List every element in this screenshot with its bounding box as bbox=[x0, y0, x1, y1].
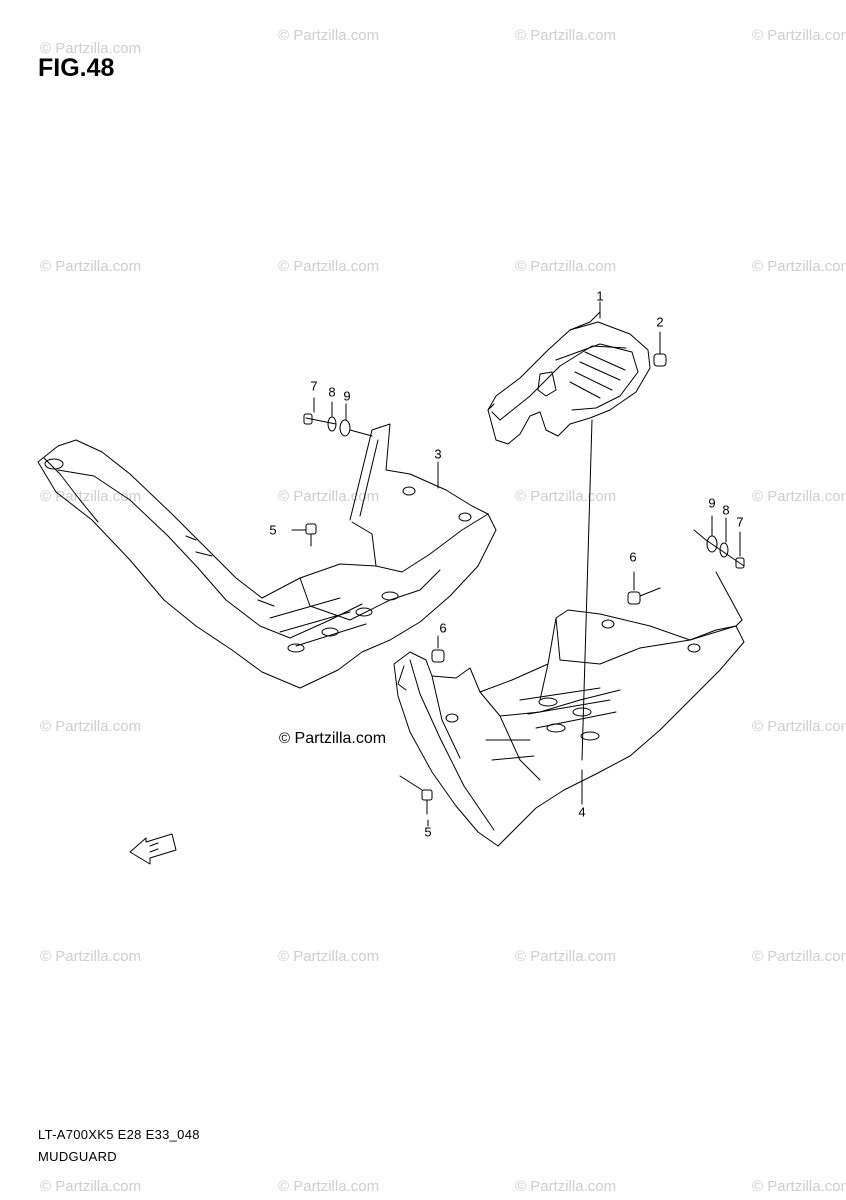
watermark: © Partzilla.com bbox=[278, 948, 380, 965]
watermark: © Partzilla.com bbox=[40, 948, 142, 965]
callout-6-lower: 6 bbox=[439, 620, 447, 636]
watermark: © Partzilla.com bbox=[40, 258, 142, 275]
watermark: © Partzilla.com bbox=[515, 948, 617, 965]
callout-2: 2 bbox=[656, 314, 664, 330]
front-cover-part-1 bbox=[487, 311, 651, 445]
watermark: © Partzilla.com bbox=[515, 258, 617, 275]
credit-text: Partzilla.com bbox=[294, 730, 387, 747]
fastener-stack-right bbox=[693, 515, 745, 569]
watermark: © Partzilla.com bbox=[40, 1178, 142, 1195]
left-mudguard-part-3 bbox=[37, 423, 497, 689]
watermark: © Partzilla.com bbox=[40, 40, 142, 57]
callout-9-left: 9 bbox=[343, 388, 351, 404]
bolt-part-5-lower bbox=[399, 775, 433, 815]
watermark: © Partzilla.com bbox=[752, 948, 846, 965]
callout-1: 1 bbox=[596, 288, 604, 304]
callout-9-right: 9 bbox=[708, 495, 716, 511]
watermark: © Partzilla.com bbox=[515, 1178, 617, 1195]
model-code: LT-A700XK5 E28 E33_048 bbox=[38, 1127, 200, 1142]
bolt-part-5-upper bbox=[291, 523, 317, 547]
figure-title: FIG.48 bbox=[38, 54, 115, 82]
callout-7-left: 7 bbox=[310, 378, 318, 394]
callout-4: 4 bbox=[578, 804, 586, 820]
callout-5-lower: 5 bbox=[424, 824, 432, 840]
fastener-stack-left bbox=[303, 397, 373, 437]
assembly-guide-lines bbox=[427, 301, 743, 827]
clip-part-2 bbox=[653, 331, 667, 367]
callout-8-left: 8 bbox=[328, 384, 336, 400]
copyright-symbol: © bbox=[279, 730, 291, 747]
callout-6-upper: 6 bbox=[629, 549, 637, 565]
nut-part-6-lower bbox=[431, 635, 445, 663]
watermark: © Partzilla.com bbox=[752, 718, 846, 735]
watermark: © Partzilla.com bbox=[515, 488, 617, 505]
watermark: © Partzilla.com bbox=[752, 488, 846, 505]
partzilla-credit: © Partzilla.com bbox=[279, 730, 386, 748]
watermark: © Partzilla.com bbox=[40, 488, 142, 505]
watermark: © Partzilla.com bbox=[278, 27, 380, 44]
nut-part-6-upper bbox=[627, 571, 661, 605]
watermark: © Partzilla.com bbox=[278, 1178, 380, 1195]
section-name: MUDGUARD bbox=[38, 1149, 117, 1164]
watermark: © Partzilla.com bbox=[278, 488, 380, 505]
callout-3: 3 bbox=[434, 446, 442, 462]
watermark: © Partzilla.com bbox=[40, 718, 142, 735]
watermark: © Partzilla.com bbox=[752, 1178, 846, 1195]
fwd-arrow-icon bbox=[129, 833, 177, 865]
callout-7-right: 7 bbox=[736, 514, 744, 530]
watermark: © Partzilla.com bbox=[278, 258, 380, 275]
callout-8-right: 8 bbox=[722, 502, 730, 518]
watermark: © Partzilla.com bbox=[752, 27, 846, 44]
callout-5-upper: 5 bbox=[269, 522, 277, 538]
watermark: © Partzilla.com bbox=[752, 258, 846, 275]
right-mudguard-part-4 bbox=[393, 609, 745, 847]
watermark: © Partzilla.com bbox=[515, 27, 617, 44]
